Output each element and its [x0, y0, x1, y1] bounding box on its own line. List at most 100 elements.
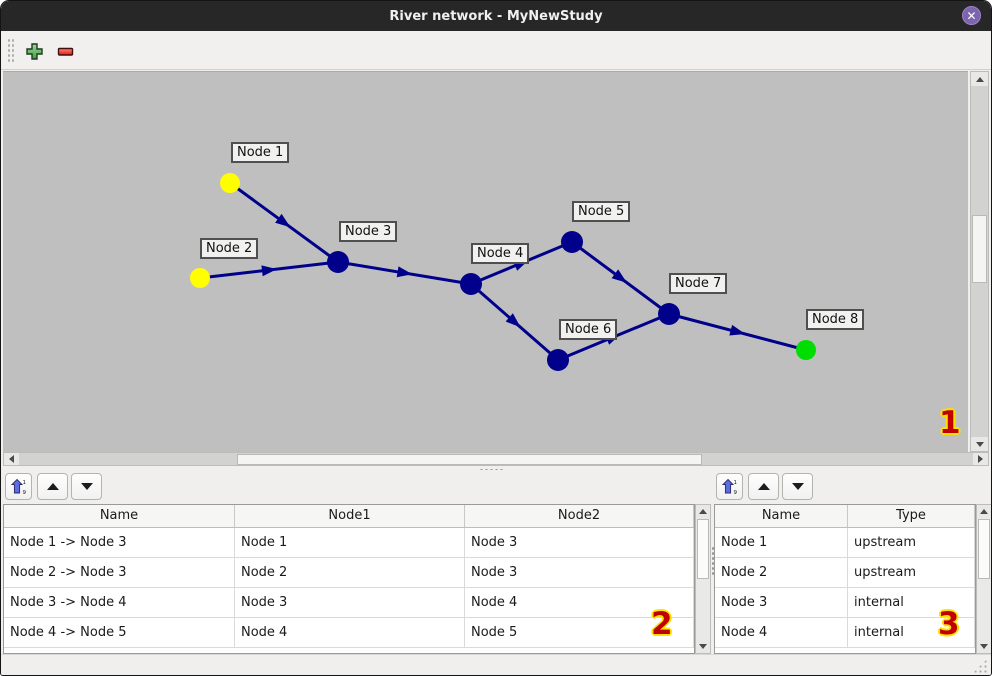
- node-label[interactable]: Node 6: [559, 319, 618, 340]
- nodes-move-down-button[interactable]: [782, 473, 813, 500]
- close-button[interactable]: ✕: [962, 6, 981, 25]
- table-cell: Node 1: [715, 528, 848, 558]
- graph-node[interactable]: [460, 273, 482, 295]
- scroll-up-button[interactable]: [696, 505, 710, 518]
- node-label[interactable]: Node 7: [669, 273, 728, 294]
- down-arrow-icon: [975, 441, 984, 447]
- scroll-up-button[interactable]: [971, 72, 988, 86]
- sort-ascending-icon: 1 9: [721, 478, 737, 495]
- scroll-right-button[interactable]: [973, 453, 988, 465]
- remove-node-button[interactable]: [53, 39, 77, 63]
- up-arrow-icon: [699, 509, 707, 514]
- column-header[interactable]: Name: [4, 505, 235, 528]
- graph-node[interactable]: [327, 251, 349, 273]
- edge-arrow-icon: [261, 265, 277, 277]
- down-arrow-icon: [980, 644, 988, 649]
- graph-node[interactable]: [561, 231, 583, 253]
- table-cell: Node 1: [235, 528, 465, 558]
- column-header[interactable]: Node2: [465, 505, 694, 528]
- window-title: River network - MyNewStudy: [389, 8, 603, 24]
- add-node-button[interactable]: [22, 39, 46, 63]
- canvas-vscrollbar[interactable]: [970, 71, 989, 452]
- close-x-icon: ✕: [966, 8, 977, 23]
- graph-node[interactable]: [547, 349, 569, 371]
- horizontal-splitter[interactable]: [1, 466, 991, 472]
- graph-node[interactable]: [220, 173, 240, 193]
- node-label[interactable]: Node 3: [339, 221, 398, 242]
- som-mark-2: 2: [651, 606, 673, 642]
- sort-ascending-icon: 1 9: [10, 478, 26, 495]
- node-label[interactable]: Node 4: [471, 243, 530, 264]
- table-cell: Node 3: [465, 528, 694, 558]
- resize-grip-icon[interactable]: [973, 659, 987, 673]
- nodes-table-vscrollbar[interactable]: [976, 504, 991, 654]
- nodes-sort-button[interactable]: 1 9: [716, 473, 743, 500]
- graph-node[interactable]: [190, 268, 210, 288]
- graph-node[interactable]: [796, 340, 816, 360]
- edges-move-up-button[interactable]: [37, 473, 68, 500]
- table-cell: Node 2 -> Node 3: [4, 558, 235, 588]
- scroll-up-button[interactable]: [977, 505, 991, 518]
- network-canvas[interactable]: 1 Node 1 Node 2 Node 3 Node 4 Node 5 Node 6 No…: [3, 71, 968, 452]
- up-triangle-icon: [757, 483, 770, 490]
- toolbar-drag-handle[interactable]: [7, 38, 15, 64]
- svg-text:9: 9: [22, 490, 26, 495]
- column-header[interactable]: Type: [848, 505, 975, 528]
- titlebar[interactable]: River network - MyNewStudy ✕: [1, 1, 991, 31]
- table-cell: Node 3: [715, 588, 848, 618]
- table-cell: upstream: [848, 558, 975, 588]
- main-toolbar: [1, 31, 991, 70]
- node-label[interactable]: Node 1: [231, 142, 290, 163]
- scroll-down-button[interactable]: [971, 437, 988, 451]
- table-cell: Node 5: [465, 618, 694, 648]
- up-arrow-icon: [980, 509, 988, 514]
- scroll-left-button[interactable]: [4, 453, 19, 465]
- table-cell: Node 2: [235, 558, 465, 588]
- nodes-move-up-button[interactable]: [748, 473, 779, 500]
- edges-move-down-button[interactable]: [71, 473, 102, 500]
- scroll-down-button[interactable]: [977, 640, 991, 653]
- som-mark-1: 1: [939, 405, 961, 441]
- column-header[interactable]: Name: [715, 505, 848, 528]
- edge-arrow-icon: [396, 266, 413, 278]
- edge-arrow-icon: [275, 213, 291, 228]
- node-label[interactable]: Node 8: [806, 309, 865, 330]
- table-cell: Node 3: [235, 588, 465, 618]
- vscroll-thumb[interactable]: [978, 519, 990, 579]
- graph-node[interactable]: [658, 303, 680, 325]
- edges-sort-button[interactable]: 1 9: [5, 473, 32, 500]
- hscroll-thumb[interactable]: [237, 454, 702, 465]
- table-cell: Node 2: [715, 558, 848, 588]
- vscroll-thumb[interactable]: [697, 519, 709, 579]
- vertical-splitter[interactable]: [711, 546, 715, 576]
- table-cell: Node 4 -> Node 5: [4, 618, 235, 648]
- canvas-hscrollbar[interactable]: [3, 452, 989, 466]
- green-plus-icon: [25, 42, 43, 60]
- vscroll-thumb[interactable]: [972, 215, 987, 283]
- column-header[interactable]: Node1: [235, 505, 465, 528]
- edges-table-vscrollbar[interactable]: [695, 504, 711, 654]
- table-cell: Node 4: [715, 618, 848, 648]
- down-arrow-icon: [699, 644, 707, 649]
- edge-arrow-icon: [729, 324, 746, 336]
- table-cell: upstream: [848, 528, 975, 558]
- table-cell: internal: [848, 618, 975, 648]
- edge-arrow-icon: [611, 269, 627, 283]
- som-mark-3: 3: [938, 606, 960, 642]
- scroll-down-button[interactable]: [696, 640, 710, 653]
- node-label[interactable]: Node 5: [572, 201, 631, 222]
- up-arrow-icon: [975, 76, 984, 82]
- node-label[interactable]: Node 2: [200, 238, 259, 259]
